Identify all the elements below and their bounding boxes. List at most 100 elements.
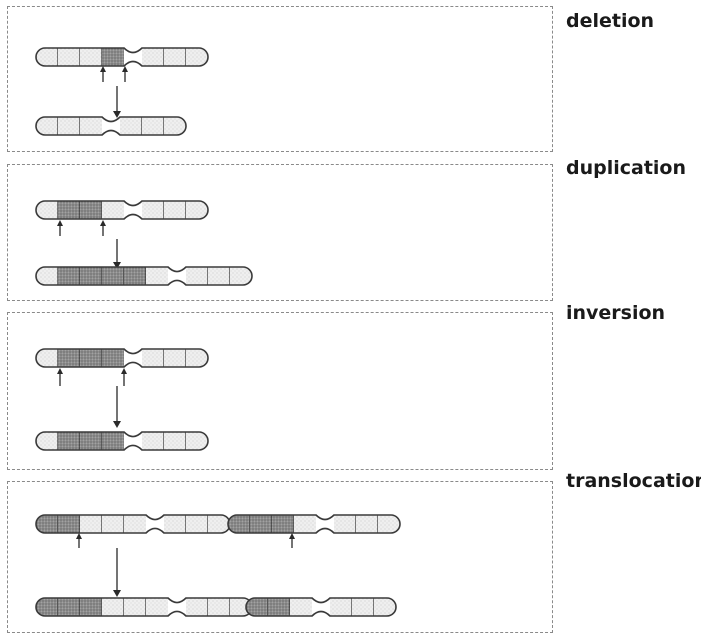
chromosome-band: [146, 267, 168, 285]
transition-arrow-head: [113, 421, 121, 428]
chromosome-outline: [35, 116, 187, 136]
chromosome-translocation-a-result: [35, 597, 253, 617]
chromosome-band: [186, 48, 208, 66]
chromosome-band: [356, 515, 378, 533]
transition-arrow-head: [113, 590, 121, 597]
chromosome-band: [80, 201, 102, 219]
chromosome-band: [246, 598, 268, 616]
chromosome-outline: [35, 266, 253, 286]
label-duplication: duplication: [566, 157, 687, 179]
chromosome-band: [80, 267, 102, 285]
chromosome-band: [208, 598, 230, 616]
chromosome-duplication-result: [35, 266, 253, 286]
chromosome-band: [186, 267, 208, 285]
chromosome-band: [352, 598, 374, 616]
chromosome-band: [102, 201, 124, 219]
chromosome-band: [186, 432, 208, 450]
chromosome-band: [142, 201, 164, 219]
chromosome-band: [58, 515, 80, 533]
chromosome-band: [164, 48, 186, 66]
label-translocation: translocation: [566, 470, 701, 492]
chromosome-outline: [35, 597, 253, 617]
chromosome-band: [378, 515, 400, 533]
chromosome-band: [164, 201, 186, 219]
chromosome-band: [36, 117, 58, 135]
chromosome-band: [186, 515, 208, 533]
chromosome-outline: [227, 514, 401, 534]
breakpoint-arrow-head: [57, 368, 63, 374]
chromosome-deletion-original: [35, 47, 209, 67]
label-deletion: deletion: [566, 10, 655, 32]
chromosome-band: [250, 515, 272, 533]
chromosome-band: [124, 267, 146, 285]
chromosome-band: [102, 515, 124, 533]
chromosome-band: [186, 598, 208, 616]
chromosome-band: [102, 48, 124, 66]
transition-arrow-head: [113, 262, 121, 269]
chromosome-translocation-b-original: [227, 514, 401, 534]
chromosome-outline: [35, 200, 209, 220]
chromosome-band: [102, 267, 124, 285]
chromosome-band: [142, 48, 164, 66]
breakpoint-arrow-head: [289, 533, 295, 539]
chromosome-duplication-original: [35, 200, 209, 220]
chromosome-band: [142, 432, 164, 450]
chromosome-band: [142, 117, 164, 135]
chromosome-band: [58, 598, 80, 616]
chromosome-band: [102, 349, 124, 367]
chromosome-band: [374, 598, 396, 616]
chromosome-band: [142, 349, 164, 367]
chromosome-band: [164, 432, 186, 450]
chromosome-band: [36, 598, 58, 616]
chromosome-band: [186, 201, 208, 219]
chromosome-deletion-result: [35, 116, 187, 136]
chromosome-band: [58, 201, 80, 219]
chromosome-band: [124, 515, 146, 533]
chromosome-band: [272, 515, 294, 533]
chromosome-band: [230, 267, 252, 285]
chromosome-outline: [35, 431, 209, 451]
chromosome-band: [334, 515, 356, 533]
chromosome-band: [228, 515, 250, 533]
chromosome-band: [290, 598, 312, 616]
breakpoint-arrow-head: [122, 66, 128, 72]
chromosome-band: [80, 598, 102, 616]
label-inversion: inversion: [566, 302, 666, 324]
transition-arrow-head: [113, 111, 121, 118]
chromosome-band: [36, 515, 58, 533]
chromosome-band: [208, 515, 230, 533]
chromosome-band: [58, 432, 80, 450]
chromosome-outline: [35, 514, 231, 534]
chromosome-band: [80, 117, 102, 135]
chromosome-band: [120, 117, 142, 135]
chromosome-inversion-original: [35, 348, 209, 368]
chromosome-band: [124, 598, 146, 616]
breakpoint-arrow-head: [100, 220, 106, 226]
chromosome-band: [58, 117, 80, 135]
chromosome-outline: [35, 47, 209, 67]
chromosome-band: [208, 267, 230, 285]
chromosome-band: [80, 48, 102, 66]
chromosome-band: [58, 48, 80, 66]
chromosome-band: [330, 598, 352, 616]
chromosome-band: [80, 515, 102, 533]
chromosome-outline: [35, 348, 209, 368]
chromosome-band: [164, 515, 186, 533]
chromosome-band: [36, 48, 58, 66]
chromosome-band: [164, 349, 186, 367]
breakpoint-arrow-head: [121, 368, 127, 374]
chromosome-band: [80, 349, 102, 367]
chromosome-translocation-b-result: [245, 597, 397, 617]
chromosome-band: [58, 267, 80, 285]
chromosome-band: [36, 267, 58, 285]
breakpoint-arrow-head: [76, 533, 82, 539]
chromosome-band: [164, 117, 186, 135]
chromosome-outline: [245, 597, 397, 617]
chromosome-band: [58, 349, 80, 367]
chromosome-band: [186, 349, 208, 367]
chromosome-band: [268, 598, 290, 616]
chromosome-band: [102, 598, 124, 616]
breakpoint-arrow-head: [100, 66, 106, 72]
chromosome-band: [102, 432, 124, 450]
